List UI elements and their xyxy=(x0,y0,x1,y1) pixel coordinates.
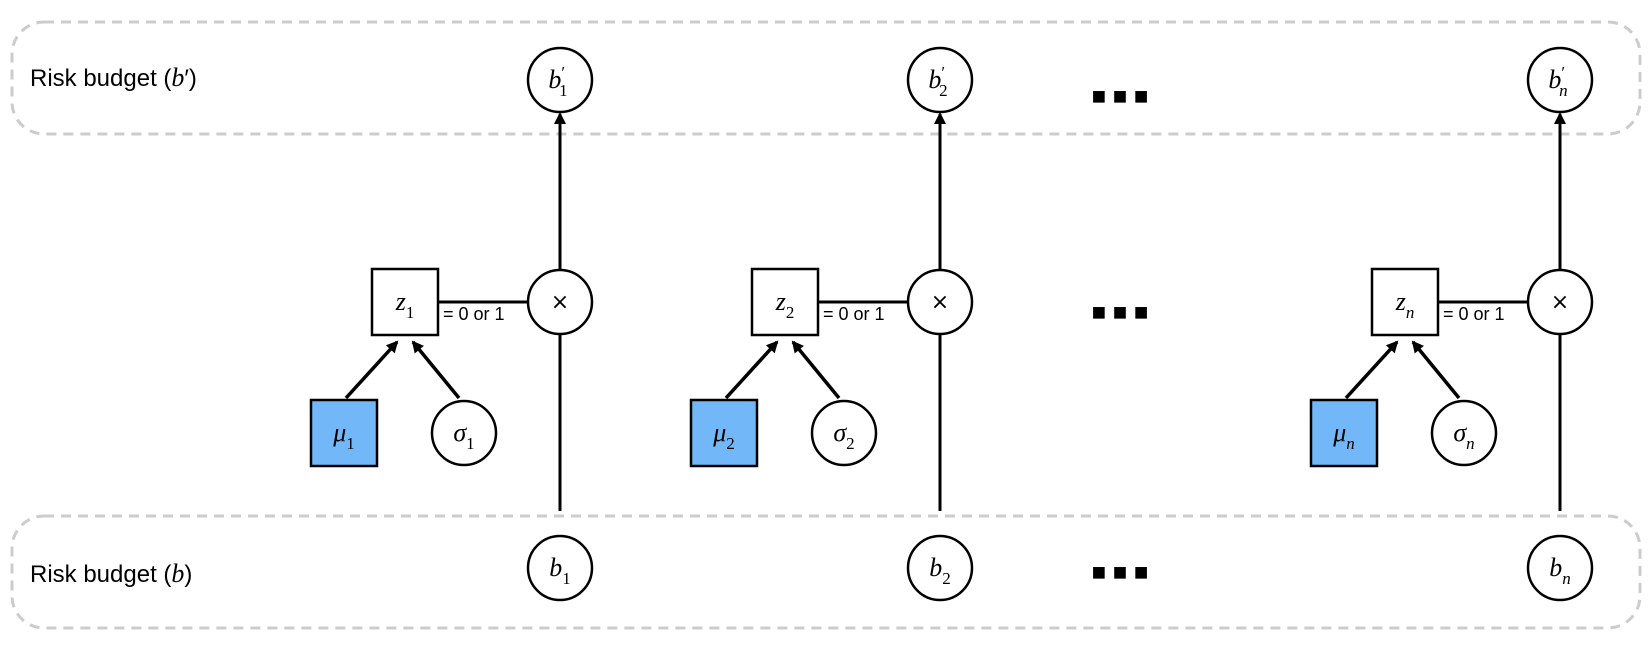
edge-mun-to-z xyxy=(1344,340,1399,400)
z-constraint-label-n: = 0 or 1 xyxy=(1443,304,1505,324)
b-node-1 xyxy=(526,534,594,602)
mu-node-n xyxy=(1309,398,1379,468)
sigma-label-2: σ2 xyxy=(833,418,854,453)
z-node-2 xyxy=(750,267,820,337)
z-node-n xyxy=(1370,267,1440,337)
edge-sigma2-to-z xyxy=(791,340,841,400)
multiply-node-n xyxy=(1526,268,1594,336)
mu-label-n: μn xyxy=(1332,418,1355,453)
ellipsis-top: ■ ■ ■ xyxy=(1092,83,1149,110)
b-prime-node-1 xyxy=(526,46,594,114)
z-constraint-label-1: = 0 or 1 xyxy=(443,304,505,324)
b-label-1: b1 xyxy=(549,553,571,588)
b-label-n: bn xyxy=(1549,553,1571,588)
top-layer-label: Risk budget (b′) xyxy=(30,63,197,92)
bottom-layer-label: Risk budget (b) xyxy=(30,559,192,588)
b-prime-label-2: b′2 xyxy=(928,63,947,100)
sigma-node-1 xyxy=(430,399,498,467)
z-constraint-label-2: = 0 or 1 xyxy=(823,304,885,324)
sigma-node-n xyxy=(1430,399,1498,467)
multiply-node-1 xyxy=(526,268,594,336)
edge-sigman-to-z xyxy=(1411,340,1461,400)
mu-label-2: μ2 xyxy=(712,418,735,453)
z-node-1 xyxy=(370,267,440,337)
ellipsis-bottom: ■ ■ ■ xyxy=(1092,559,1149,586)
edge-mu1-to-z xyxy=(344,340,399,400)
sigma-label-n: σn xyxy=(1453,418,1474,453)
edge-mu2-to-z xyxy=(724,340,779,400)
multiply-node-2 xyxy=(906,268,974,336)
mu-node-1 xyxy=(309,398,379,468)
sigma-node-2 xyxy=(810,399,878,467)
mu-label-1: μ1 xyxy=(332,418,355,453)
b-node-2 xyxy=(906,534,974,602)
z-label-n: zn xyxy=(1395,287,1415,322)
b-prime-label-1: b′1 xyxy=(548,63,567,100)
bottom-layer-container xyxy=(10,514,1642,630)
z-label-1: z1 xyxy=(395,287,415,322)
multiply-symbol-1: × xyxy=(551,290,569,315)
b-prime-node-2 xyxy=(906,46,974,114)
multiply-symbol-2: × xyxy=(931,290,949,315)
b-node-n xyxy=(1526,534,1594,602)
z-label-2: z2 xyxy=(775,287,795,322)
b-label-2: b2 xyxy=(929,553,951,588)
b-prime-label-n: b′n xyxy=(1548,63,1567,100)
edge-sigma1-to-z xyxy=(411,340,461,400)
top-layer-container xyxy=(10,20,1642,136)
sigma-label-1: σ1 xyxy=(453,418,474,453)
multiply-symbol-n: × xyxy=(1551,290,1569,315)
ellipsis-middle: ■ ■ ■ xyxy=(1092,299,1149,326)
b-prime-node-n xyxy=(1526,46,1594,114)
mu-node-2 xyxy=(689,398,759,468)
